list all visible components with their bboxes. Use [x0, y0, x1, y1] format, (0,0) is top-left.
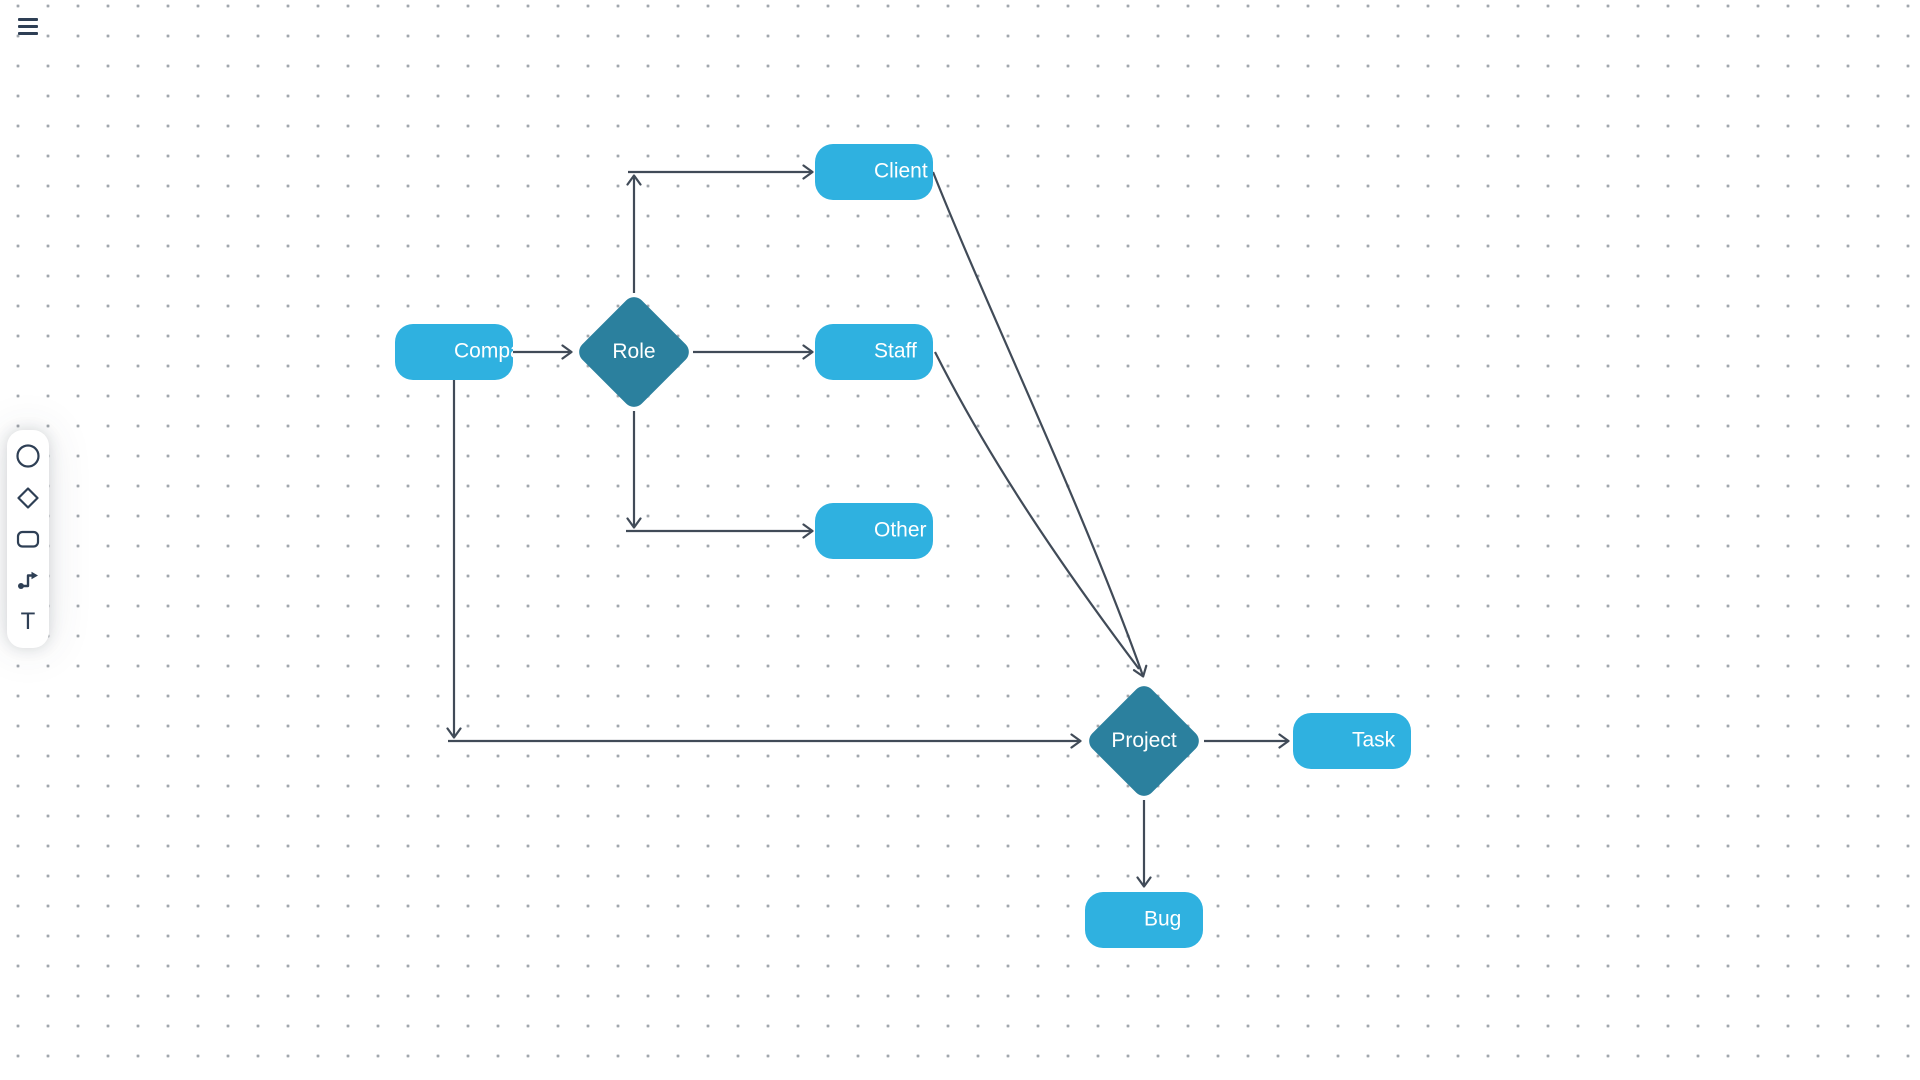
node-client[interactable]: Client — [815, 144, 933, 200]
circle-icon — [16, 444, 40, 468]
node-staff-label: Staff — [874, 339, 917, 363]
node-project[interactable]: Project — [1084, 681, 1204, 801]
node-other[interactable]: Other — [815, 503, 933, 559]
node-bug[interactable]: Bug — [1085, 892, 1203, 948]
rectangle-tool[interactable] — [13, 524, 43, 554]
hamburger-bar — [18, 32, 38, 35]
text-tool[interactable]: T — [13, 607, 43, 637]
circle-tool[interactable] — [13, 441, 43, 471]
shape-toolbar: T — [7, 430, 49, 648]
edge-staff-project[interactable] — [934, 351, 1140, 670]
node-staff[interactable]: Staff — [815, 324, 933, 380]
node-role-label: Role — [612, 340, 656, 363]
diamond-icon — [17, 487, 39, 509]
node-task-label: Task — [1352, 728, 1396, 752]
hamburger-bar — [18, 18, 38, 21]
connector-arrow-icon — [18, 572, 38, 590]
rectangle-icon — [16, 530, 40, 548]
text-icon: T — [20, 607, 36, 635]
hamburger-bar — [18, 25, 38, 28]
node-bug-label: Bug — [1144, 907, 1182, 931]
edge-client-project[interactable] — [931, 171, 1148, 678]
node-company-label: Company — [454, 339, 513, 363]
node-company[interactable]: Company — [395, 324, 513, 380]
node-role[interactable]: Role — [574, 292, 694, 412]
node-task[interactable]: Task — [1293, 713, 1411, 769]
node-client-label: Client — [874, 159, 928, 183]
hamburger-menu-icon[interactable] — [18, 18, 38, 35]
connector-tool[interactable] — [13, 565, 43, 595]
node-other-label: Other — [874, 518, 927, 542]
node-project-label: Project — [1111, 729, 1177, 752]
diamond-tool[interactable] — [13, 483, 43, 513]
